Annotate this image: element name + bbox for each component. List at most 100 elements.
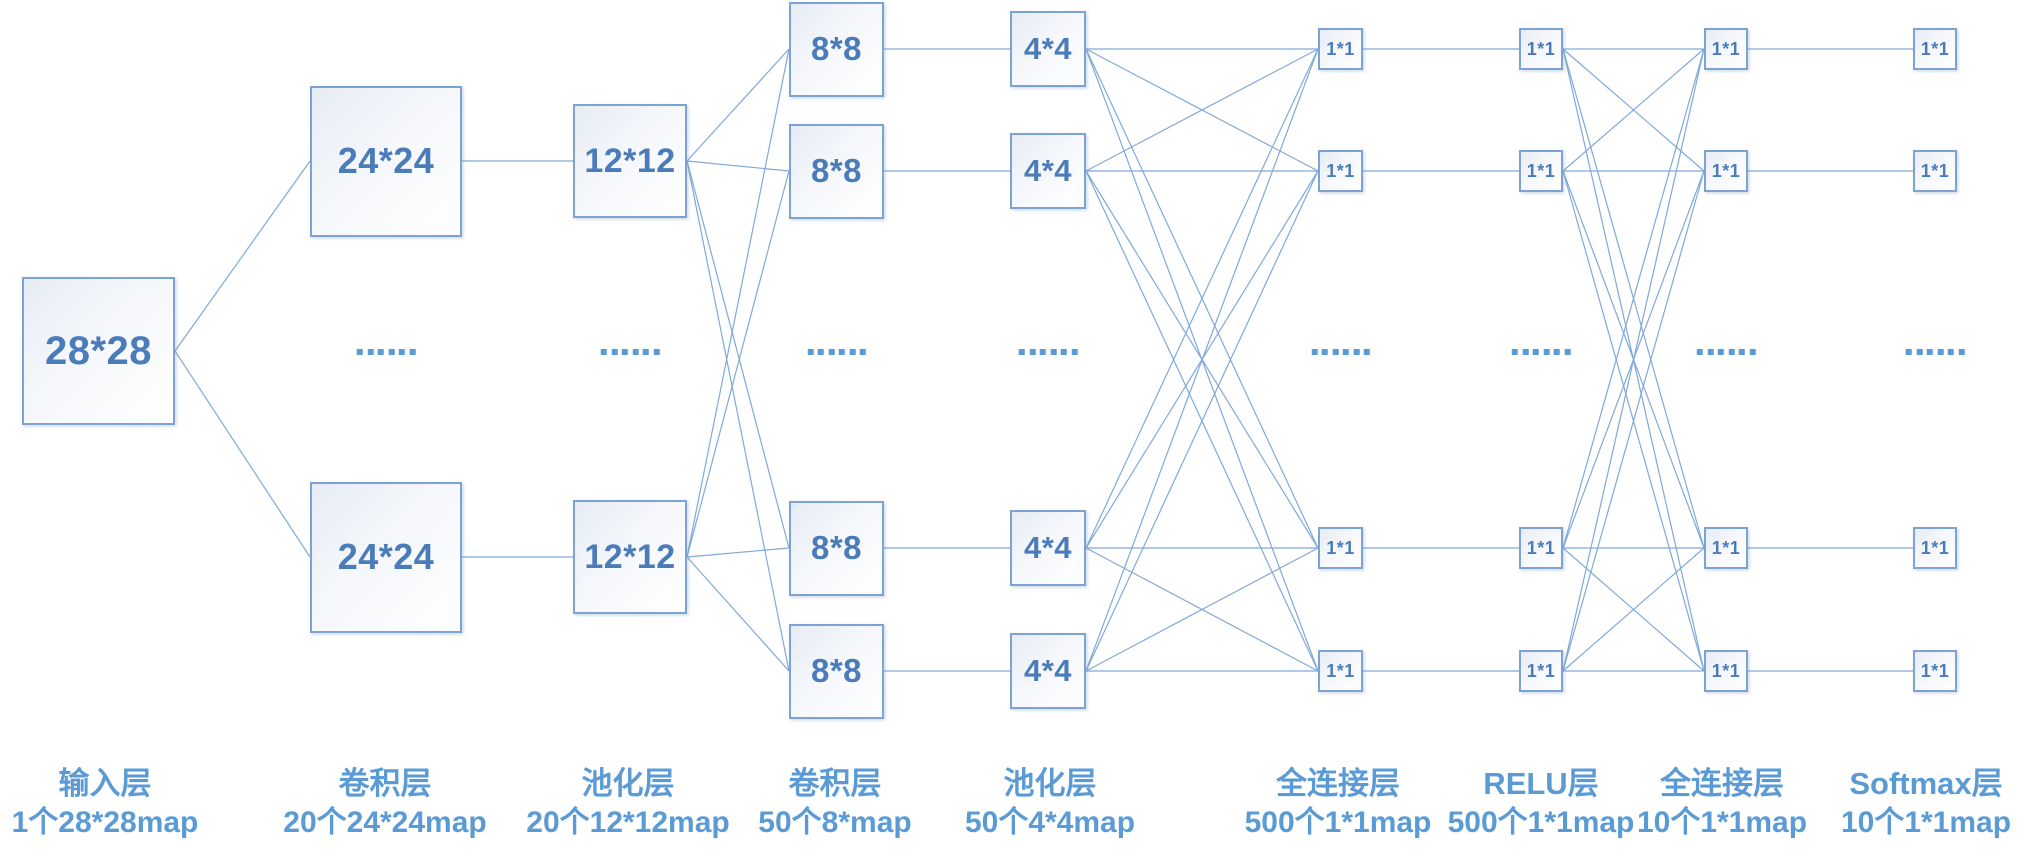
connection-line-input-conv1: [174, 350, 311, 558]
fc2-layer-name: 全连接层: [1660, 766, 1784, 801]
conv1-layer-name: 卷积层: [338, 766, 432, 801]
connection-line-relu-fc2: [1562, 48, 1705, 549]
ellipsis-dot: [621, 349, 628, 355]
softmax-feature-map-box-2: 1*1: [1913, 150, 1957, 192]
softmax-feature-map-box-3: 1*1: [1913, 527, 1957, 569]
ellipsis-dot: [817, 349, 824, 355]
ellipsis-dot: [611, 349, 618, 355]
softmax-ellipsis: [1905, 349, 1965, 355]
conv2-feature-map-box-1: 8*8: [789, 1, 884, 97]
ellipsis-dot: [1532, 349, 1539, 355]
ellipsis-dot: [1728, 349, 1735, 355]
connection-line-pool1-conv2: [686, 160, 790, 672]
ellipsis-dot: [377, 349, 384, 355]
ellipsis-dot: [653, 349, 660, 355]
ellipsis-dot: [388, 349, 395, 355]
conv2-layer-name: 卷积层: [788, 766, 882, 801]
ellipsis-dot: [1029, 349, 1036, 355]
input-layer-name: 输入层: [58, 766, 152, 801]
fc2-feature-map-box-1: 1*1: [1704, 28, 1748, 70]
connection-line-pool1-conv2: [686, 48, 790, 558]
conv2-ellipsis: [807, 349, 866, 355]
relu-feature-map-box-2: 1*1: [1519, 150, 1563, 192]
ellipsis-dot: [838, 349, 845, 355]
connection-line-relu-fc2: [1562, 48, 1705, 172]
ellipsis-dot: [600, 349, 607, 355]
connection-line-pool1-conv2: [686, 48, 790, 162]
input-feature-map-box-1: 28*28: [22, 277, 175, 425]
pool1-ellipsis: [600, 349, 660, 355]
fc1-layer-name: 全连接层: [1276, 766, 1400, 801]
ellipsis-dot: [398, 349, 405, 355]
ellipsis-dot: [367, 349, 374, 355]
ellipsis-dot: [1947, 349, 1954, 355]
ellipsis-dot: [1321, 349, 1328, 355]
softmax-feature-map-box-1: 1*1: [1913, 28, 1957, 70]
ellipsis-dot: [1564, 349, 1571, 355]
softmax-feature-map-box-4: 1*1: [1913, 650, 1957, 692]
connection-line-pool2-fc1: [1085, 170, 1319, 672]
ellipsis-dot: [1916, 349, 1923, 355]
ellipsis-dot: [1039, 349, 1046, 355]
ellipsis-dot: [356, 349, 363, 355]
ellipsis-dot: [1522, 349, 1529, 355]
fc1-map-count: 500个1*1map: [1244, 806, 1432, 839]
pool2-ellipsis: [1018, 349, 1078, 355]
fc1-feature-map-box-2: 1*1: [1318, 150, 1363, 192]
connection-line-pool2-fc1: [1085, 48, 1319, 549]
input-map-count: 1个28*28map: [11, 806, 199, 839]
ellipsis-dot: [1511, 349, 1518, 355]
conv1-feature-map-box-1: 24*24: [310, 85, 462, 237]
ellipsis-dot: [1738, 349, 1745, 355]
conv2-feature-map-box-4: 8*8: [789, 623, 884, 719]
relu-ellipsis: [1511, 349, 1571, 355]
ellipsis-dot: [1553, 349, 1560, 355]
softmax-layer-name: Softmax层: [1849, 766, 2003, 801]
pool1-map-count: 20个12*12map: [526, 806, 730, 839]
ellipsis-dot: [1018, 349, 1025, 355]
softmax-map-count: 10个1*1map: [1840, 806, 2012, 839]
pool1-feature-map-box-2: 12*12: [573, 500, 687, 614]
ellipsis-dot: [828, 349, 835, 355]
fc1-feature-map-box-1: 1*1: [1318, 28, 1363, 70]
ellipsis-dot: [849, 349, 856, 355]
pool2-feature-map-box-2: 4*4: [1010, 133, 1086, 209]
ellipsis-dot: [1707, 349, 1714, 355]
connection-line-pool2-fc1: [1085, 547, 1319, 672]
ellipsis-dot: [1937, 349, 1944, 355]
ellipsis-dot: [632, 349, 639, 355]
connection-line-pool1-conv2: [686, 556, 790, 672]
ellipsis-dot: [1060, 349, 1067, 355]
fc1-ellipsis: [1311, 349, 1370, 355]
ellipsis-dot: [1905, 349, 1912, 355]
connection-line-pool1-conv2: [686, 547, 790, 558]
pool2-feature-map-box-1: 4*4: [1010, 11, 1086, 87]
pool2-feature-map-box-3: 4*4: [1010, 510, 1086, 586]
pool1-feature-map-box-1: 12*12: [573, 104, 687, 218]
conv1-map-count: 20个24*24map: [283, 806, 487, 839]
pool2-layer-name: 池化层: [1003, 766, 1097, 801]
connection-line-relu-fc2: [1562, 170, 1705, 672]
connection-line-pool2-fc1: [1085, 48, 1319, 172]
conv2-feature-map-box-3: 8*8: [789, 500, 884, 596]
pool1-layer-name: 池化层: [581, 766, 675, 801]
ellipsis-dot: [1696, 349, 1703, 355]
ellipsis-dot: [1353, 349, 1360, 355]
fc2-feature-map-box-2: 1*1: [1704, 150, 1748, 192]
connection-line-pool1-conv2: [686, 170, 790, 558]
relu-layer-name: RELU层: [1483, 766, 1599, 801]
conv2-map-count: 50个8*map: [758, 806, 912, 839]
ellipsis-dot: [1342, 349, 1349, 355]
ellipsis-dot: [1926, 349, 1933, 355]
ellipsis-dot: [1311, 349, 1318, 355]
pool2-feature-map-box-4: 4*4: [1010, 633, 1086, 709]
relu-feature-map-box-3: 1*1: [1519, 527, 1563, 569]
ellipsis-dot: [1749, 349, 1756, 355]
connection-line-pool1-conv2: [686, 160, 790, 172]
ellipsis-dot: [409, 349, 416, 355]
ellipsis-dot: [1050, 349, 1057, 355]
fc2-map-count: 10个1*1map: [1636, 806, 1808, 839]
conv2-feature-map-box-2: 8*8: [789, 123, 884, 219]
